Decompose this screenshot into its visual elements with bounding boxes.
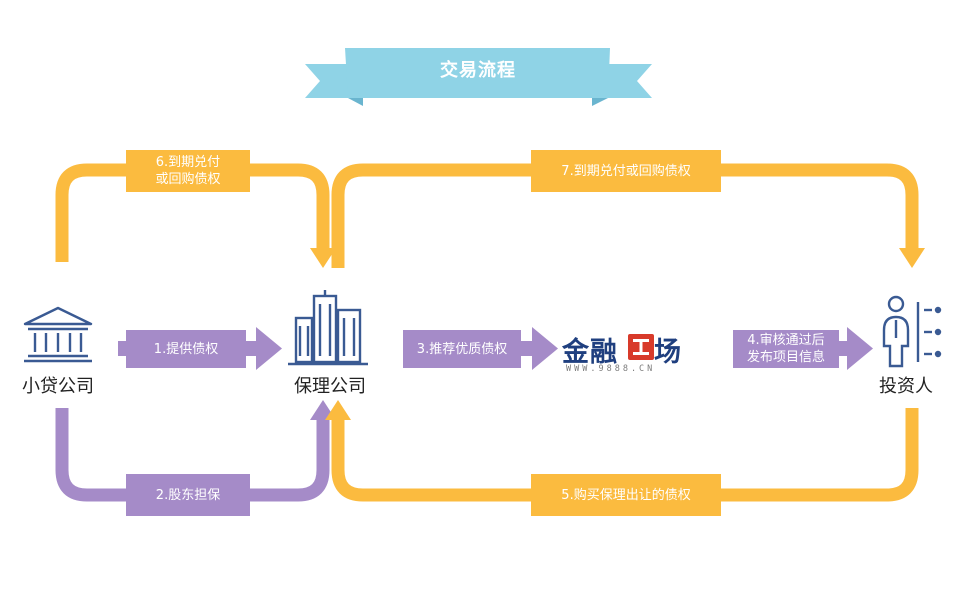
step4-line1: 4.审核通过后	[747, 333, 825, 348]
logo-mark-icon	[628, 334, 654, 360]
logo-text-right: 场	[654, 337, 682, 368]
title-ribbon	[305, 48, 652, 106]
step4-label: 4.审核通过后发布项目信息	[733, 330, 839, 368]
step6-line2: 或回购债权	[155, 172, 221, 187]
logo-text-left: 金融	[562, 337, 618, 368]
step2-label: 2.股东担保	[126, 474, 250, 516]
person-icon	[882, 295, 942, 368]
buildings-icon	[288, 290, 368, 366]
step7-label: 7.到期兑付或回购债权	[531, 150, 721, 192]
platform-url: WWW.9888.CN	[566, 364, 656, 374]
ribbon-center	[345, 48, 610, 98]
factoring-name: 保理公司	[294, 376, 366, 397]
platform-logo: 金融 场	[562, 330, 682, 369]
step5-label: 5.购买保理出让的债权	[531, 474, 721, 516]
step6-label: 6.到期兑付或回购债权	[126, 150, 250, 192]
step1-label: 1.提供债权	[126, 330, 246, 368]
ribbon-right-fold	[592, 98, 608, 106]
ribbon-left-fold	[348, 98, 363, 106]
investor-name: 投资人	[879, 376, 933, 397]
page-title: 交易流程	[440, 60, 516, 81]
step3-label: 3.推荐优质债权	[403, 330, 521, 368]
bank-icon	[23, 306, 93, 363]
step4-line2: 发布项目信息	[746, 350, 825, 365]
lender-name: 小贷公司	[22, 376, 94, 397]
step6-line1: 6.到期兑付	[155, 155, 221, 170]
